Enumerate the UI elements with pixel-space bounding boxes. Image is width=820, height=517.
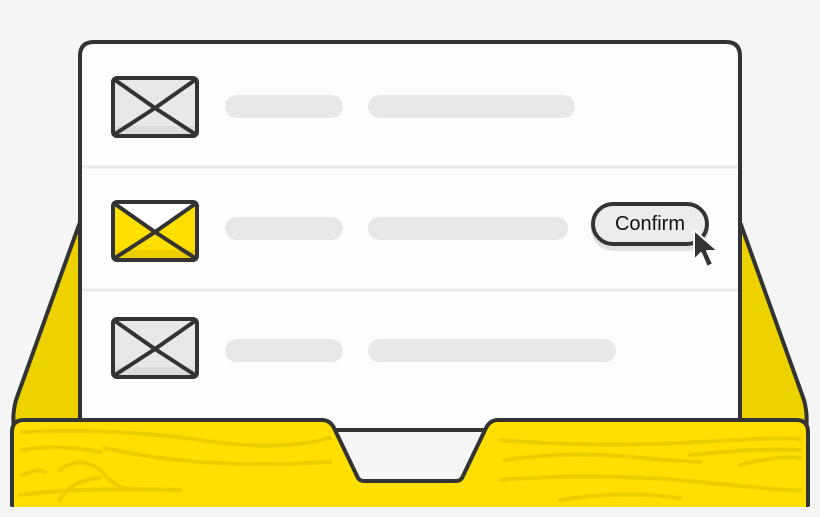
placeholder-sender [225, 217, 343, 240]
envelope-icon [111, 76, 199, 138]
tray-left-side [11, 220, 84, 430]
placeholder-subject [368, 95, 575, 118]
confirm-button[interactable]: Confirm [591, 202, 709, 246]
pointer-cursor-icon [693, 229, 719, 268]
tray-right-side [736, 220, 809, 430]
list-item[interactable] [111, 317, 616, 379]
envelope-icon [111, 317, 199, 379]
placeholder-sender [225, 95, 343, 118]
list-item-highlighted[interactable] [111, 200, 568, 262]
placeholder-sender [225, 339, 343, 362]
placeholder-subject [368, 217, 568, 240]
placeholder-subject [368, 339, 616, 362]
list-item[interactable] [111, 76, 575, 138]
envelope-icon [111, 200, 199, 262]
wood-grain [18, 429, 802, 502]
